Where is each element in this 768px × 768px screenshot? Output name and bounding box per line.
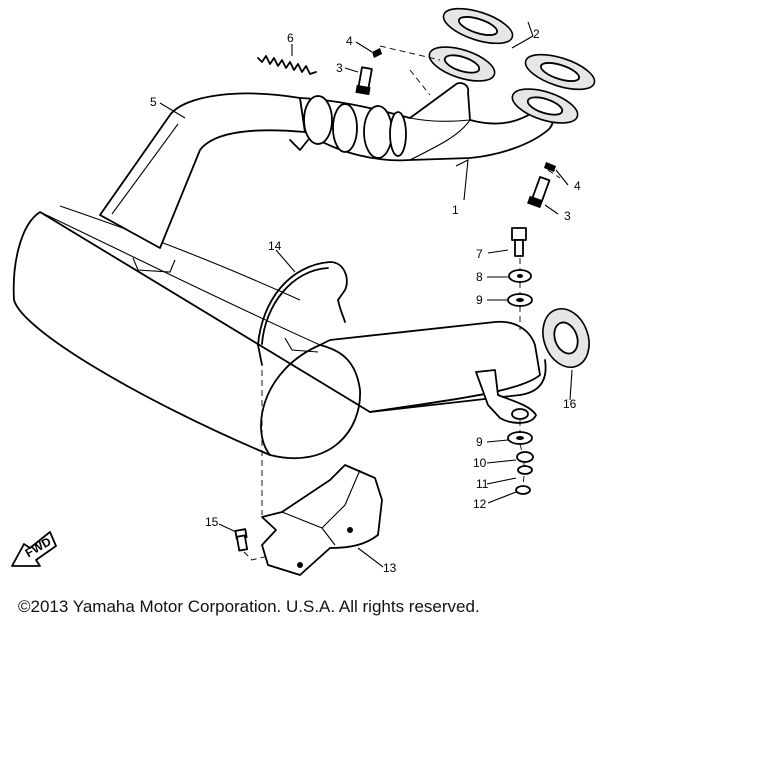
callout-2: 2: [533, 27, 540, 41]
leader-lines: [159, 21, 573, 568]
copyright-notice: ©2013 Yamaha Motor Corporation. U.S.A. A…: [18, 597, 480, 616]
gaskets: [428, 7, 596, 124]
stay-bolt: [234, 528, 249, 552]
callout-15: 15: [205, 515, 219, 529]
callout-16: 16: [563, 397, 577, 411]
muffler-bracket: [475, 369, 537, 424]
callout-13: 13: [383, 561, 397, 575]
callout-10: 10: [473, 456, 487, 470]
callout-labels: 1 2 3 3 4 4 5 6 7 8 9 9 10 11 12 13 14 1…: [150, 27, 581, 575]
muffler-stay: [261, 464, 383, 576]
muffler-band: [257, 261, 348, 366]
callout-4-lower: 4: [574, 179, 581, 193]
lock-washer-lower: [544, 162, 556, 172]
assembly-guide-lines: [243, 45, 561, 561]
exhaust-system-parts-diagram: 1 2 3 3 4 4 5 6 7 8 9 9 10 11 12 13 14 1…: [11, 7, 596, 576]
fwd-arrow-icon: FWD: [11, 531, 57, 567]
callout-3-upper: 3: [336, 61, 343, 75]
callout-5: 5: [150, 95, 157, 109]
callout-4-upper: 4: [346, 34, 353, 48]
bolt-lower: [527, 176, 551, 209]
callout-8: 8: [476, 270, 483, 284]
bolt-upper: [355, 66, 373, 96]
callout-1: 1: [452, 203, 459, 217]
callout-14: 14: [268, 239, 282, 253]
callout-7: 7: [476, 247, 483, 261]
callout-9-lower: 9: [476, 435, 483, 449]
mount-bolt: [511, 227, 527, 257]
callout-12: 12: [473, 497, 487, 511]
washer-stack: [507, 269, 534, 495]
callout-11: 11: [476, 477, 489, 491]
spring: [257, 55, 317, 75]
rubber-damper: [542, 308, 590, 368]
callout-6: 6: [287, 31, 294, 45]
callout-9-upper: 9: [476, 293, 483, 307]
lock-washer-upper: [372, 48, 382, 58]
callout-3-lower: 3: [564, 209, 571, 223]
